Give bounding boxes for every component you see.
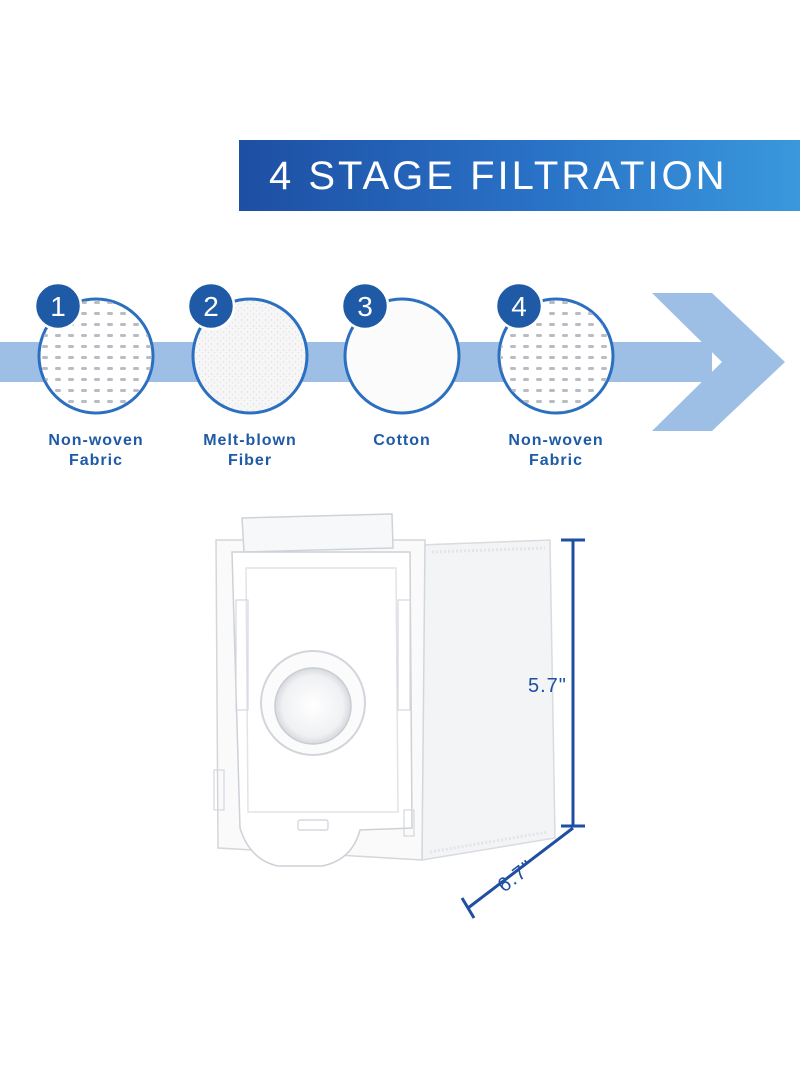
depth-label: 6.7" [494, 856, 538, 897]
banner-title: 4 STAGE FILTRATION [269, 154, 728, 198]
stage-3-badge: 3 [340, 281, 390, 331]
stage-1-label: Non-woven Fabric [16, 431, 176, 471]
stage-4-label: Non-woven Fabric [476, 431, 636, 471]
stage-1-label-line1: Non-woven [48, 432, 144, 449]
stage-2-number: 2 [203, 291, 219, 322]
stage-2-label: Melt-blown Fiber [170, 431, 330, 471]
title-banner: 4 STAGE FILTRATION [239, 140, 800, 211]
stage-2-badge: 2 [186, 281, 236, 331]
stage-4-label-line1: Non-woven [508, 432, 604, 449]
dust-bag-image [213, 513, 556, 867]
height-label: 5.7" [528, 675, 567, 697]
stage-4-label-line2: Fabric [528, 452, 583, 469]
stage-3-label-line1: Cotton [373, 432, 431, 449]
depth-dimension-line [460, 826, 574, 919]
stage-2-label-line2: Fiber [227, 452, 273, 469]
stage-4-number: 4 [511, 291, 527, 322]
height-dimension-line [561, 538, 585, 828]
stage-1-number: 1 [50, 291, 66, 322]
stage-3-number: 3 [357, 291, 373, 322]
stage-1-badge: 1 [33, 281, 83, 331]
stage-4-badge: 4 [494, 281, 544, 331]
stage-2-label-line1: Melt-blown [203, 432, 297, 449]
stage-3-label: Cotton [322, 431, 482, 451]
stage-1-label-line2: Fabric [68, 452, 123, 469]
